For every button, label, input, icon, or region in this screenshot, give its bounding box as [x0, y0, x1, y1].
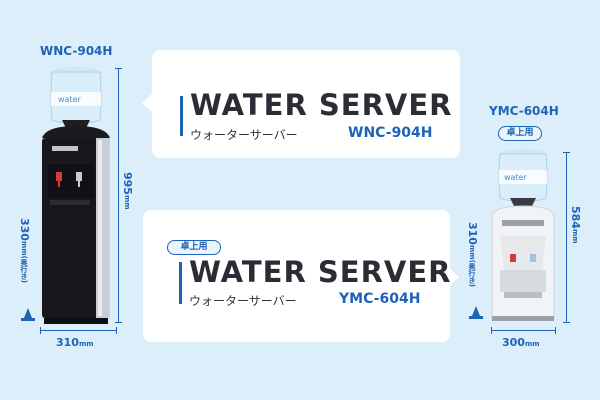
floor-depth-unit: mm: [20, 240, 28, 256]
svg-text:water: water: [504, 173, 528, 182]
desk-height-tick-top: [563, 152, 570, 153]
desk-height-dimension: 584mm: [569, 206, 582, 244]
callout-pointer: [142, 94, 152, 112]
floor-width-unit: mm: [78, 340, 94, 348]
desk-width-unit: mm: [524, 340, 540, 348]
desk-width-tick-right: [555, 327, 556, 334]
floor-depth-note: (奥行き): [20, 255, 28, 283]
desk-water-server-illustration: water: [491, 149, 555, 321]
callout-accent-bar: [180, 96, 183, 136]
callout-subtitle: ウォーターサーバー: [189, 294, 297, 308]
desk-height-line: [566, 152, 567, 322]
callout-model: YMC-604H: [339, 291, 421, 307]
floor-width-value: 310: [56, 336, 79, 349]
floor-height-tick-top: [115, 68, 122, 69]
floor-width-line: [40, 330, 116, 331]
desk-depth-arrow: [472, 306, 480, 316]
floor-width-tick-left: [40, 327, 41, 334]
floor-depth-value: 330: [18, 218, 31, 241]
floor-height-value: 995: [121, 172, 134, 195]
desk-height-unit: mm: [571, 228, 579, 244]
desk-height-value: 584: [569, 206, 582, 229]
callout-floor-server: WATER SERVER ウォーターサーバー WNC-904H: [142, 50, 460, 158]
floor-height-unit: mm: [123, 194, 131, 210]
desk-depth-value: 310: [466, 222, 479, 245]
callout-badge: 卓上用: [167, 240, 221, 255]
desk-width-value: 300: [502, 336, 525, 349]
desk-depth-base: [469, 316, 483, 319]
floor-height-line: [118, 68, 119, 322]
callout-title: WATER SERVER: [189, 255, 452, 289]
callout-accent-bar: [179, 262, 182, 304]
floor-depth-dimension: 330mm(奥行き): [18, 218, 31, 283]
svg-text:water: water: [58, 95, 82, 104]
desk-depth-note: (奥行き): [468, 259, 476, 287]
callout-pointer: [449, 268, 459, 286]
callout-subtitle: ウォーターサーバー: [190, 128, 298, 142]
desk-width-dimension: 300mm: [502, 336, 540, 349]
desk-width-tick-left: [491, 327, 492, 334]
floor-water-server-illustration: water: [42, 67, 110, 324]
floor-height-tick-bottom: [115, 322, 122, 323]
floor-width-tick-right: [116, 327, 117, 334]
floor-width-dimension: 310mm: [56, 336, 94, 349]
floor-model-label: WNC-904H: [40, 44, 113, 58]
desk-depth-dimension: 310mm(奥行き): [466, 222, 479, 287]
desk-height-tick-bottom: [563, 322, 570, 323]
desk-depth-unit: mm: [468, 244, 476, 260]
floor-depth-arrow: [24, 308, 32, 318]
desk-badge: 卓上用: [498, 126, 542, 141]
desk-width-line: [491, 330, 555, 331]
floor-depth-base: [21, 318, 35, 321]
desk-model-label: YMC-604H: [489, 104, 559, 118]
callout-model: WNC-904H: [348, 125, 433, 141]
callout-title: WATER SERVER: [190, 88, 453, 122]
floor-height-dimension: 995mm: [121, 172, 134, 210]
callout-desk-server: 卓上用 WATER SERVER ウォーターサーバー YMC-604H: [143, 210, 459, 342]
